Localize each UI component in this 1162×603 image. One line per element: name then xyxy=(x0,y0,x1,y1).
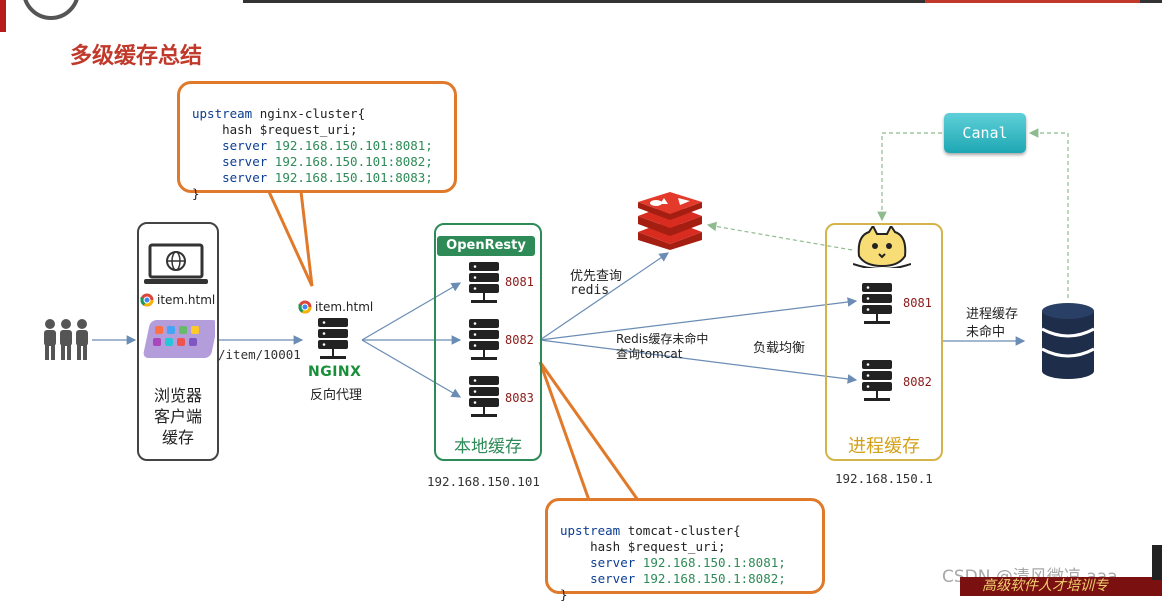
dashed-db-canal xyxy=(1028,128,1069,298)
tomcat-icon xyxy=(853,226,911,268)
load-balance-label: 负载均衡 xyxy=(753,341,806,356)
code-text: nginx-cluster{ xyxy=(252,106,366,121)
tomcat-server-8082-icon xyxy=(862,360,892,401)
header-rule-accent xyxy=(925,0,1140,3)
code-text: hash $request_uri; xyxy=(560,539,726,554)
chrome-icon xyxy=(140,293,154,307)
browser-cache-box xyxy=(137,222,219,461)
redis-icon xyxy=(638,192,702,250)
header-rule xyxy=(243,0,1162,3)
code-keyword: server xyxy=(192,154,268,169)
tomcat-upstream-callout: upstream tomcat-cluster{ hash $request_u… xyxy=(545,498,825,602)
code-address: 192.168.150.1:8081; xyxy=(635,555,786,570)
reverse-proxy-label: 反向代理 xyxy=(310,388,363,403)
process-miss-label-line2: 未命中 xyxy=(966,325,1006,340)
code-keyword: server xyxy=(560,571,636,586)
arrow-nginx-8083 xyxy=(361,339,462,398)
redis-query-label-line2: redis xyxy=(570,283,610,298)
code-address: 192.168.150.101:8082; xyxy=(267,154,433,169)
code-keyword: server xyxy=(192,138,268,153)
port-label: 8082 xyxy=(903,375,932,389)
nginx-brand-label: NGINX xyxy=(308,364,362,380)
tomcat-server-8081-icon xyxy=(862,283,892,324)
process-cache-label: 进程缓存 xyxy=(848,436,920,457)
code-keyword: upstream xyxy=(192,106,253,121)
openresty-local-cache-box xyxy=(434,223,542,461)
arrow-openresty-redis xyxy=(539,252,669,341)
browser-label-line: 缓存 xyxy=(161,428,194,447)
redis-query-label-line1: 优先查询 xyxy=(570,269,623,284)
code-address: 192.168.150.101:8083; xyxy=(267,170,433,185)
code-keyword: server xyxy=(192,170,268,185)
openresty-badge: OpenResty xyxy=(437,236,535,256)
nginx-upstream-callout: upstream nginx-cluster{ hash $request_ur… xyxy=(177,81,457,201)
tomcat-process-cache-box xyxy=(825,223,943,461)
code-keyword: server xyxy=(560,555,636,570)
openresty-server-8081-icon xyxy=(469,262,499,303)
browser-item-label: item.html xyxy=(157,293,216,307)
canal-node: Canal xyxy=(944,113,1026,153)
process-miss-label-line1: 进程缓存 xyxy=(966,307,1019,322)
nginx-server-icon xyxy=(318,318,348,359)
redis-miss-label-line1: Redis缓存未命中 xyxy=(616,332,709,346)
code-text: } xyxy=(560,587,568,602)
arrow-nginx-8081 xyxy=(361,282,462,341)
nginx-callout-pointer xyxy=(262,181,314,287)
dashed-canal-tomcat xyxy=(877,132,942,222)
bottom-banner: 高级软件人才培训专 xyxy=(960,577,1162,596)
arrow-openresty-tomcat-8082 xyxy=(539,339,858,384)
browser-label-line: 客户端 xyxy=(153,407,202,426)
page-title: 多级缓存总结 xyxy=(70,44,203,69)
code-address: 192.168.150.1:8082; xyxy=(635,571,786,586)
port-label: 8081 xyxy=(505,275,534,289)
local-cache-label: 本地缓存 xyxy=(454,437,522,457)
request-path-label: /item/10001 xyxy=(218,347,301,362)
dashed-tomcat-redis xyxy=(706,221,853,251)
openresty-server-8083-icon xyxy=(469,376,499,417)
users-icon xyxy=(44,319,88,360)
redis-miss-label-line2: 查询tomcat xyxy=(616,347,683,361)
openresty-ip-label: 192.168.150.101 xyxy=(427,474,540,489)
code-text: tomcat-cluster{ xyxy=(620,523,741,538)
code-address: 192.168.150.101:8081; xyxy=(267,138,433,153)
port-label: 8081 xyxy=(903,296,932,310)
database-icon xyxy=(1041,303,1095,379)
code-text: } xyxy=(192,186,200,201)
browser-label-line: 浏览器 xyxy=(153,386,202,405)
side-strip xyxy=(1152,545,1162,580)
tomcat-callout-pointer xyxy=(538,361,643,505)
chrome-icon xyxy=(298,300,312,314)
arrow-openresty-tomcat-8081 xyxy=(539,297,858,341)
header-accent xyxy=(0,0,6,32)
browser-cache-label: 浏览器 客户端 缓存 xyxy=(137,385,219,448)
laptop-icon xyxy=(144,243,208,284)
tomcat-ip-label: 192.168.150.1 xyxy=(835,471,933,486)
openresty-server-8082-icon xyxy=(469,319,499,360)
phone-apps-icon xyxy=(143,320,215,358)
port-label: 8082 xyxy=(505,333,534,347)
code-keyword: upstream xyxy=(560,523,621,538)
port-label: 8083 xyxy=(505,391,534,405)
code-text: hash $request_uri; xyxy=(192,122,358,137)
nginx-item-label: item.html xyxy=(315,300,374,314)
